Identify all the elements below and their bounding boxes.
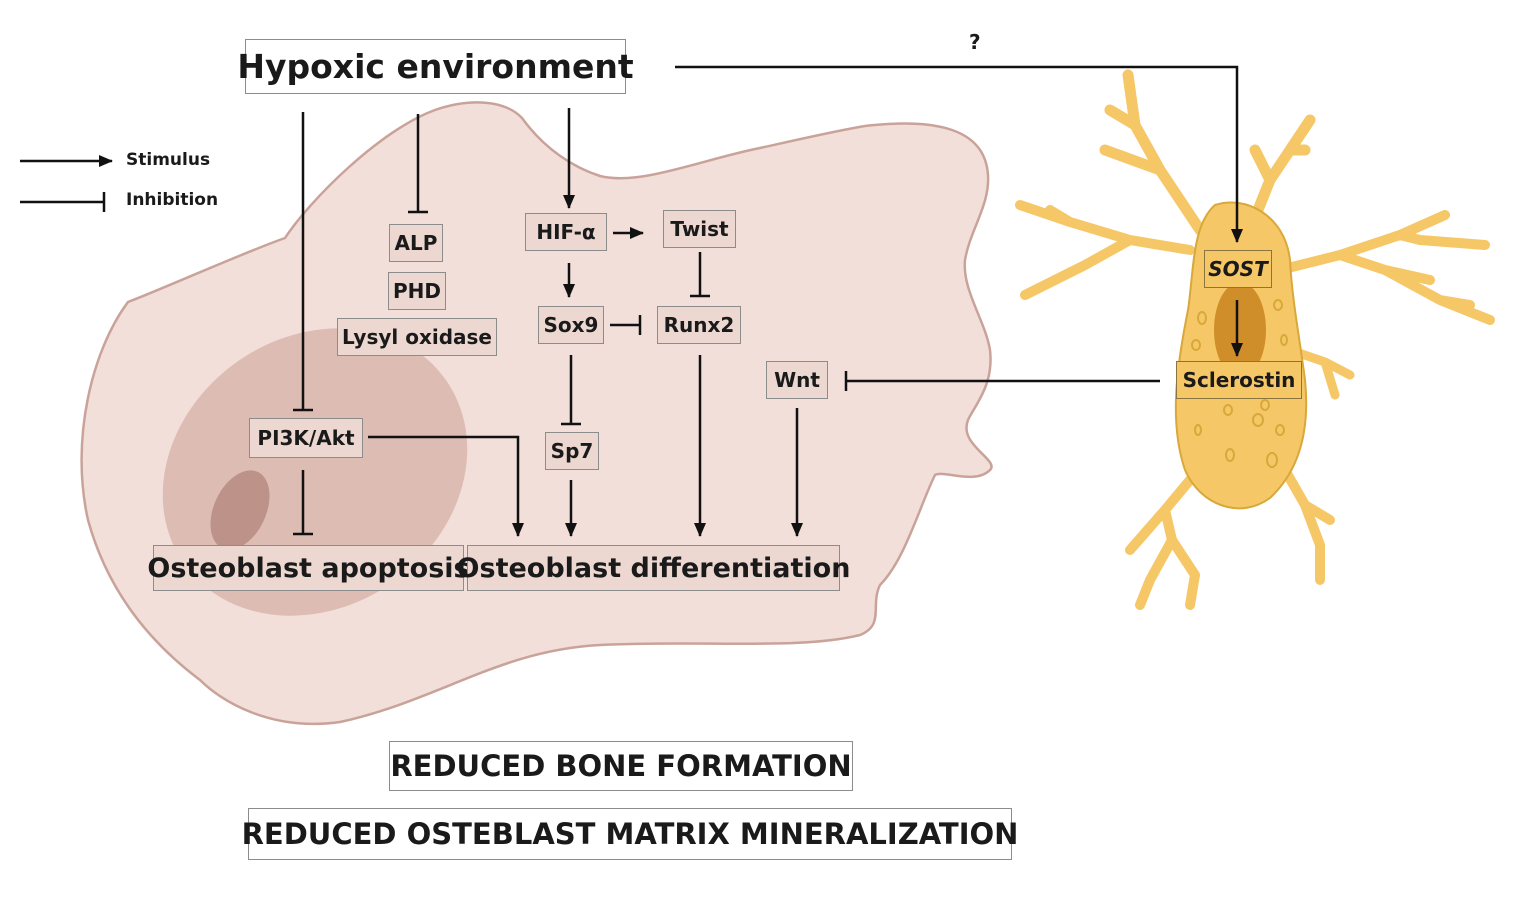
sost-gene-node: SOST bbox=[1204, 250, 1272, 288]
hypoxic-environment-box: Hypoxic environment bbox=[237, 39, 634, 94]
osteocyte-cell bbox=[1015, 69, 1495, 610]
osteocyte-nucleus bbox=[1214, 282, 1266, 378]
osteoblast-nucleolus bbox=[210, 470, 270, 550]
legend-stimulus-label: Stimulus bbox=[126, 150, 211, 170]
osteoblast-apoptosis-box: Osteoblast apoptosis bbox=[147, 545, 470, 591]
lysyl-oxidase-node: Lysyl oxidase bbox=[337, 318, 497, 356]
twist-node: Twist bbox=[663, 210, 736, 248]
reduced-matrix-mineralization-box: REDUCED OSTEBLAST MATRIX MINERALIZATION bbox=[242, 808, 1018, 860]
wnt-node: Wnt bbox=[766, 361, 828, 399]
runx2-node: Runx2 bbox=[657, 306, 741, 344]
hif-alpha-node: HIF-α bbox=[525, 213, 607, 251]
pathway-connectors bbox=[293, 65, 1243, 537]
sp7-node: Sp7 bbox=[545, 432, 599, 470]
osteoblast-differentiation-box: Osteoblast differentiation bbox=[457, 545, 850, 591]
legend-symbols bbox=[20, 155, 113, 212]
sclerostin-node: Sclerostin bbox=[1176, 361, 1302, 399]
unknown-link-question-mark: ? bbox=[969, 30, 981, 54]
phd-node: PHD bbox=[388, 272, 446, 310]
alp-node: ALP bbox=[389, 224, 443, 262]
reduced-bone-formation-box: REDUCED BONE FORMATION bbox=[389, 741, 853, 791]
legend-inhibition-label: Inhibition bbox=[126, 190, 219, 210]
pi3k-akt-node: PI3K/Akt bbox=[249, 418, 363, 458]
sox9-node: Sox9 bbox=[538, 306, 604, 344]
